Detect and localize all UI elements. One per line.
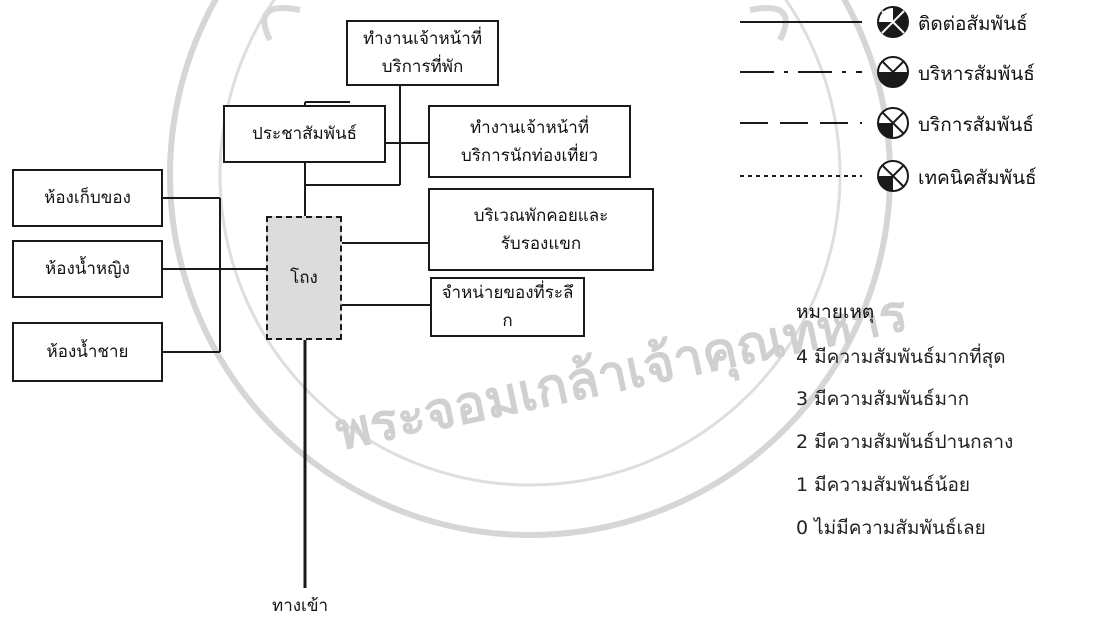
souvenir-line1: จำหน่ายของที่ระลึ [442, 279, 574, 307]
legend-3-icon [878, 57, 908, 87]
notes-title: หมายเหตุ [796, 297, 874, 327]
lobby-label: โถง [290, 264, 318, 292]
souvenir-box: จำหน่ายของที่ระลึ ก [430, 277, 585, 337]
reception-box: บริเวณพักคอยและ รับรองแขก [428, 188, 654, 271]
legend-4-icon [878, 7, 908, 37]
note-item-0: 0 ไม่มีความสัมพันธ์เลย [796, 513, 986, 543]
storage-box: ห้องเก็บของ [12, 169, 163, 227]
souvenir-line2: ก [502, 307, 512, 335]
legend-label-contact: ติดต่อสัมพันธ์ [918, 9, 1028, 39]
staff-tourist-line1: ทำงานเจ้าหน้าที่ [470, 114, 589, 142]
legend-label-admin: บริหารสัมพันธ์ [918, 59, 1035, 89]
note-item-3: 3 มีความสัมพันธ์มาก [796, 384, 969, 414]
men-restroom-box: ห้องน้ำชาย [12, 322, 163, 382]
legend-label-technical: เทคนิคสัมพันธ์ [918, 163, 1037, 193]
staff-tourist-line2: บริการนักท่องเที่ยว [461, 142, 598, 170]
reception-line1: บริเวณพักคอยและ [474, 202, 609, 230]
legend-label-service: บริการสัมพันธ์ [918, 110, 1034, 140]
entrance-label: ทางเข้า [272, 592, 328, 619]
public-relations-label: ประชาสัมพันธ์ [252, 120, 357, 148]
men-restroom-label: ห้องน้ำชาย [47, 338, 129, 366]
note-item-2: 2 มีความสัมพันธ์ปานกลาง [796, 427, 1013, 457]
legend-2-icon [878, 108, 908, 138]
note-item-4: 4 มีความสัมพันธ์มากที่สุด [796, 342, 1006, 372]
staff-lodging-line1: ทำงานเจ้าหน้าที่ [363, 25, 482, 53]
staff-tourist-box: ทำงานเจ้าหน้าที่ บริการนักท่องเที่ยว [428, 105, 631, 178]
legend-1-icon [878, 161, 908, 191]
lobby-box: โถง [266, 216, 342, 340]
staff-lodging-line2: บริการที่พัก [382, 53, 464, 81]
women-restroom-box: ห้องน้ำหญิง [12, 240, 163, 298]
note-item-1: 1 มีความสัมพันธ์น้อย [796, 470, 970, 500]
reception-line2: รับรองแขก [501, 230, 581, 258]
women-restroom-label: ห้องน้ำหญิง [45, 255, 130, 283]
staff-lodging-box: ทำงานเจ้าหน้าที่ บริการที่พัก [346, 20, 499, 86]
public-relations-box: ประชาสัมพันธ์ [223, 105, 386, 163]
storage-label: ห้องเก็บของ [44, 184, 131, 212]
